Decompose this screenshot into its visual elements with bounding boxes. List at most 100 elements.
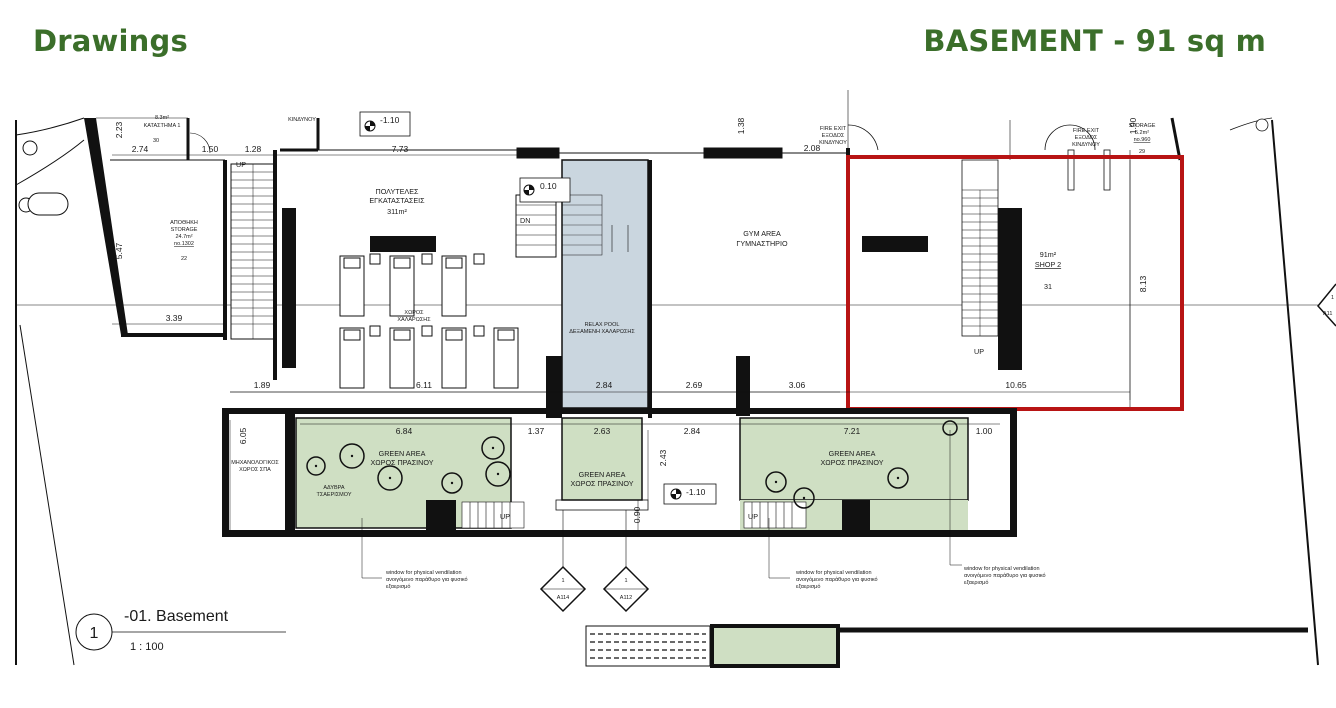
stair-pool-dn: DN bbox=[520, 216, 530, 225]
fire-exit-right-2: ΕΞΟΔΟΣ bbox=[1075, 135, 1098, 141]
mech-gr1: ΜΗΧΑΝΟΛΟΓΙΚΟΣ bbox=[231, 460, 279, 466]
mech-gr2: ΧΩΡΟΣ ΣΠΑ bbox=[239, 467, 271, 473]
note-left-en: window for physical vendilation bbox=[385, 570, 462, 576]
dim-189: 1.89 bbox=[254, 380, 271, 390]
dim-137: 1.37 bbox=[528, 426, 545, 436]
dim-263: 2.63 bbox=[594, 426, 611, 436]
pool-gr: ΔΕΞΑΜΕΝΗ ΧΑΛΑΡΩΣΗΣ bbox=[569, 329, 635, 335]
facilities-gr1: ΠΟΛΥΤΕΛΕΣ bbox=[376, 187, 419, 196]
storage-gr: ΑΠΟΘΗΚΗ bbox=[170, 220, 198, 226]
shop-area: 91m² bbox=[1040, 250, 1057, 259]
stair-green-right-up: UP bbox=[748, 512, 758, 521]
pool-area bbox=[515, 159, 652, 418]
note-right-gr1: ανοιγόμενο παράθυρο για φυσικό bbox=[964, 572, 1046, 579]
green-right-en: GREEN AREA bbox=[829, 449, 876, 458]
adyvra-1: ΑΔΥΒΡΑ bbox=[323, 485, 345, 491]
dim-190: 1.90 bbox=[1128, 117, 1138, 134]
stair-left-up: UP bbox=[236, 160, 246, 169]
marker-right-num: 1 bbox=[1331, 295, 1334, 301]
fire-exit-doors bbox=[847, 117, 1273, 191]
dim-547: 5.47 bbox=[114, 242, 124, 259]
level-markers bbox=[359, 111, 717, 505]
stair-green-left-up: UP bbox=[500, 512, 510, 521]
view-title-block bbox=[75, 613, 286, 651]
green-areas bbox=[222, 408, 1017, 537]
dim-605: 6.05 bbox=[238, 427, 248, 444]
storage-right-en: STORAGE bbox=[1129, 123, 1156, 129]
adyvra-2: ΤΣΑΕΡΙΣΜΟΥ bbox=[316, 492, 351, 498]
green-mid-en: GREEN AREA bbox=[579, 470, 626, 479]
section-markers bbox=[539, 283, 1336, 613]
note-mid-gr1: ανοιγόμενο παράθυρο για φυσικό bbox=[796, 576, 878, 583]
facilities-area: 311m² bbox=[387, 207, 407, 216]
dim-223: 2.23 bbox=[114, 121, 124, 138]
marker-right-ref: A11 bbox=[1323, 311, 1332, 317]
storage-top-name: ΚΑΤΑΣΤΗΜΑ 1 bbox=[144, 123, 181, 129]
site-boundary bbox=[15, 119, 1336, 666]
view-scale: 1 : 100 bbox=[130, 641, 164, 653]
pool-en: RELAX POOL bbox=[585, 322, 620, 328]
dim-1065: 10.65 bbox=[1005, 380, 1027, 390]
dim-269: 2.69 bbox=[686, 380, 703, 390]
stair-shop-up: UP bbox=[974, 347, 984, 356]
dim-150: 1.50 bbox=[202, 144, 219, 154]
relax-gr2: ΧΑΛΑΡΩΣΗΣ bbox=[397, 317, 431, 323]
dim-684: 6.84 bbox=[396, 426, 413, 436]
view-number: 1 bbox=[90, 625, 99, 642]
gym-en: GYM AREA bbox=[743, 229, 781, 238]
relax-gr1: ΧΩΡΟΣ bbox=[404, 310, 424, 316]
fire-exit-left-3: ΚΙΝΔΥΝΟΥ bbox=[819, 140, 847, 146]
relax-lounges bbox=[339, 236, 519, 389]
fire-exit-left-2: ΕΞΟΔΟΣ bbox=[822, 133, 845, 139]
shop-2 bbox=[846, 155, 1184, 411]
marker-mid-num: 1 bbox=[624, 578, 627, 584]
shop-num: 31 bbox=[1044, 282, 1052, 291]
storage-en: STORAGE bbox=[171, 227, 198, 233]
facilities-gr2: ΕΓΚΑΤΑΣΤΑΣΕΙΣ bbox=[369, 196, 425, 205]
view-name: -01. Basement bbox=[124, 608, 229, 625]
dim-773: 7.73 bbox=[392, 144, 409, 154]
level-top: -1.10 bbox=[380, 115, 400, 125]
dimension-lines bbox=[112, 154, 1131, 579]
storage-top-area: 8.3m² bbox=[155, 115, 169, 121]
left-stair bbox=[230, 118, 320, 380]
dim-611: 6.11 bbox=[416, 380, 432, 390]
green-left-gr: ΧΩΡΟΣ ΠΡΑΣΙΝΟΥ bbox=[370, 458, 433, 467]
gym-column bbox=[736, 356, 750, 416]
storage-right-ref: no.960 bbox=[1134, 137, 1151, 143]
dim-721: 7.21 bbox=[844, 426, 861, 436]
lower-terrace bbox=[585, 624, 1308, 668]
note-mid-en: window for physical vendilation bbox=[795, 570, 872, 576]
level-bottom: -1.10 bbox=[686, 487, 706, 497]
green-left-en: GREEN AREA bbox=[379, 449, 426, 458]
level-pool: 0.10 bbox=[540, 181, 557, 191]
dim-090: 0.90 bbox=[632, 506, 642, 523]
marker-left-ref: A114 bbox=[557, 595, 569, 601]
note-right-en: window for physical vendilation bbox=[963, 566, 1040, 572]
storage-num: 22 bbox=[181, 256, 187, 262]
note-left-gr2: εξαερισμό bbox=[386, 583, 410, 590]
fire-exit-right-3: ΚΙΝΔΥΝΟΥ bbox=[1072, 142, 1100, 148]
page-heading-left: Drawings bbox=[33, 24, 188, 58]
storage-room bbox=[84, 117, 227, 340]
fire-exit-left-1: FIRE EXIT bbox=[820, 126, 847, 132]
green-right-gr: ΧΩΡΟΣ ΠΡΑΣΙΝΟΥ bbox=[820, 458, 883, 467]
dim-274: 2.74 bbox=[132, 144, 149, 154]
gym-gr: ΓΥΜΝΑΣΤΗΡΙΟ bbox=[736, 239, 788, 248]
storage-right-num: 29 bbox=[1139, 149, 1145, 155]
dim-243: 2.43 bbox=[658, 449, 668, 466]
storage-top-num: 30 bbox=[153, 138, 159, 144]
top-kindynou: ΚΙΝΔΥΝΟΥ bbox=[288, 117, 316, 123]
note-right-gr2: εξαερισμό bbox=[964, 579, 988, 586]
dim-138: 1.38 bbox=[736, 117, 746, 134]
dim-128: 1.28 bbox=[245, 144, 262, 154]
dim-339: 3.39 bbox=[166, 313, 183, 323]
storage-right-area: 5.2m² bbox=[1135, 130, 1149, 136]
dim-284a: 2.84 bbox=[596, 380, 613, 390]
marker-left-num: 1 bbox=[561, 578, 564, 584]
green-mid-gr: ΧΩΡΟΣ ΠΡΑΣΙΝΟΥ bbox=[570, 479, 633, 488]
dim-284b: 2.84 bbox=[684, 426, 701, 436]
note-left-gr1: ανοιγόμενο παράθυρο για φυσικό bbox=[386, 576, 468, 583]
dim-100: 1.00 bbox=[976, 426, 993, 436]
